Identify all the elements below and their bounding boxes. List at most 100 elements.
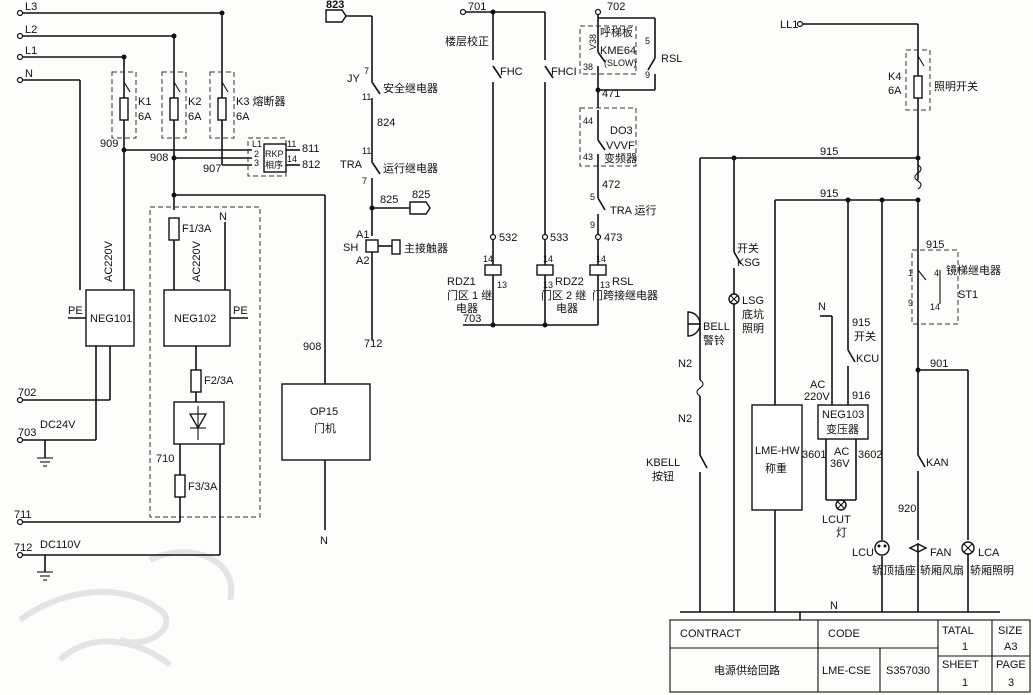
ac36-1: AC	[834, 446, 849, 458]
fuse-k2-rating: 6A	[188, 111, 202, 123]
rdz2-pin-13: 13	[543, 280, 553, 290]
wire-909: 909	[100, 138, 118, 150]
tb-drawing-no: S357030	[886, 665, 930, 677]
st1-pin-14: 14	[930, 302, 940, 312]
kbell-label: KBELL	[646, 457, 680, 469]
tra-name: 运行继电器	[383, 162, 438, 175]
pin-38: 38	[583, 62, 593, 72]
wire-823: 823	[326, 0, 344, 11]
fuse-k3-label: K3 熔断器	[236, 94, 286, 108]
wire-825-b: 825	[412, 189, 430, 201]
dc110-label: DC110V	[40, 539, 81, 551]
kbell-name: 按钮	[652, 469, 674, 483]
n-op15: N	[320, 535, 328, 547]
wire-916: 916	[852, 390, 870, 402]
rkp-pin-3: 3	[254, 158, 259, 168]
lsg-name-1: 底坑	[742, 307, 764, 321]
kan-label: KAN	[926, 457, 949, 469]
wire-915-kcu: 915	[852, 317, 870, 329]
op15-label: OP15	[310, 406, 338, 418]
wire-901: 901	[930, 358, 948, 370]
rkp-pin-14: 14	[287, 154, 297, 164]
n2-b: N2	[678, 413, 692, 425]
fan-label: FAN	[930, 547, 951, 559]
ac220-label-1: AC220V	[103, 240, 115, 282]
lca-name: 轿厢照明	[970, 563, 1014, 577]
wire-701: 701	[468, 1, 486, 13]
lca-label: LCA	[978, 547, 1000, 559]
wire-710: 710	[156, 453, 174, 465]
rsl-pin-14: 14	[596, 254, 606, 264]
lsg-label: LSG	[742, 295, 764, 307]
ac220-neg103-1: AC	[810, 379, 825, 391]
floor-correction: 楼层校正	[445, 34, 489, 48]
tb-size: SIZE	[998, 625, 1022, 637]
fhci-label: FHCI	[551, 66, 577, 78]
safety-chain-section	[325, 9, 431, 340]
fan-name: 轿厢风扇	[920, 563, 964, 577]
tb-drawing-name: 电源供给回路	[714, 663, 780, 677]
wire-908: 908	[150, 152, 168, 164]
neg103-label: NEG103	[822, 409, 864, 421]
lcu-name: 轿顶插座	[872, 563, 916, 577]
rkp-pin-2: 2	[254, 149, 259, 159]
tb-code: CODE	[828, 628, 860, 640]
n-kcu: N	[818, 301, 826, 313]
fuse-k2-label: K2	[188, 96, 201, 108]
tb-tatal: TATAL	[942, 625, 974, 637]
jy-name: 安全继电器	[383, 81, 438, 95]
sh-a2: A2	[356, 255, 369, 267]
lcut-name: 灯	[836, 526, 847, 539]
tb-contract: CONTRACT	[680, 628, 741, 640]
tb-tatal-val: 1	[962, 641, 968, 653]
labels: L3 L2 L1 N K1 6A K2 6A K3 熔断器 6A 909 908…	[14, 0, 1014, 612]
rsl-pin-9: 9	[645, 70, 650, 80]
bell-name: 警铃	[703, 333, 725, 347]
jy-pin-11: 11	[362, 92, 371, 102]
wire-712-left: 712	[14, 542, 32, 554]
bell-label: BELL	[703, 321, 730, 333]
title-block	[669, 619, 1031, 693]
st1-pin-4: 4	[934, 268, 939, 278]
wire-3602: 3602	[858, 449, 882, 461]
tra2-pin-9: 9	[590, 220, 595, 230]
do3-label: DO3	[610, 125, 633, 137]
rdz2-pin-14: 14	[543, 254, 553, 264]
sh-name: 主接触器	[404, 241, 448, 255]
rsl-name: 门跨接继电器	[592, 288, 658, 302]
n-bottom: N	[830, 600, 838, 612]
line-label-l1: L1	[25, 45, 37, 57]
lme-hw-name: 称重	[765, 461, 787, 475]
call-board: 呼梯板	[600, 25, 633, 39]
rkp-pin-l1: L1	[252, 139, 262, 149]
wire-3601: 3601	[802, 449, 826, 461]
wire-907: 907	[203, 163, 221, 175]
tb-sheet: SHEET	[942, 659, 979, 671]
door-zone-section	[459, 8, 656, 328]
lcu-label: LCU	[852, 547, 874, 559]
ac220-label-2: AC220V	[191, 240, 203, 282]
car-circuits-section	[680, 20, 1000, 620]
f1-label: F1/3A	[182, 223, 212, 235]
ksg-label: KSG	[737, 257, 760, 269]
ac220-neg103-2: 220V	[804, 391, 830, 403]
wire-532: 532	[499, 232, 517, 244]
fuse-k1-label: K1	[138, 96, 151, 108]
wire-703: 703	[463, 313, 481, 325]
ac36-2: 36V	[830, 458, 850, 470]
ksg-switch: 开关	[737, 241, 759, 255]
rsl-pin-5: 5	[645, 36, 650, 46]
tra-pin-7: 7	[362, 176, 367, 186]
wire-824: 824	[377, 117, 395, 129]
v38-label: V38	[588, 34, 598, 50]
wire-920: 920	[898, 503, 916, 515]
rkp-sublabel: 相序	[265, 159, 283, 170]
pe-label-1: PE	[68, 305, 83, 317]
st1-pin-1: 1	[908, 268, 913, 278]
line-label-l3: L3	[25, 1, 37, 13]
rdz2-name-1: 门区 2 继	[541, 288, 586, 302]
wire-811: 811	[302, 143, 320, 155]
lcut-label: LCUT	[822, 514, 851, 526]
wire-908-op15: 908	[303, 341, 321, 353]
